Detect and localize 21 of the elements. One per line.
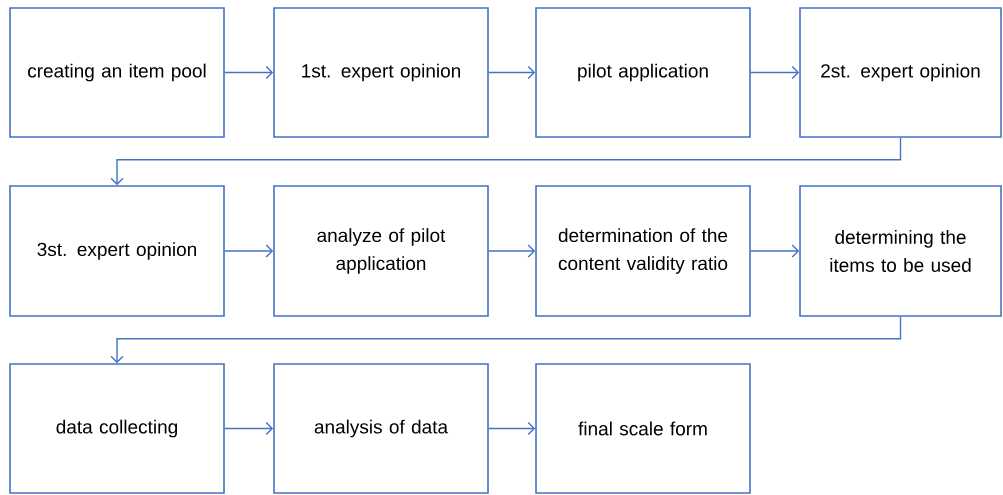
process-box: 2st. expert opinion	[799, 7, 1002, 138]
arrow	[224, 244, 274, 258]
arrow	[224, 65, 274, 80]
process-box: final scale form	[535, 363, 751, 494]
process-box: creating an item pool	[9, 7, 225, 138]
arrow	[110, 137, 902, 186]
arrow	[224, 421, 274, 436]
process-box: analyze of pilot application	[273, 185, 489, 317]
arrow	[488, 421, 536, 436]
arrow	[110, 316, 902, 364]
arrow	[488, 65, 536, 80]
arrow	[488, 244, 536, 258]
process-box: analysis of data	[273, 363, 489, 494]
process-box: 3st. expert opinion	[9, 185, 225, 317]
process-box: determining the items to be used	[799, 185, 1002, 317]
process-box: 1st. expert opinion	[273, 7, 489, 138]
arrow	[750, 244, 800, 258]
arrow	[750, 65, 800, 80]
process-box: data collecting	[9, 363, 225, 494]
process-box: pilot application	[535, 7, 751, 138]
process-box: determination of the content validity ratio	[535, 185, 751, 317]
